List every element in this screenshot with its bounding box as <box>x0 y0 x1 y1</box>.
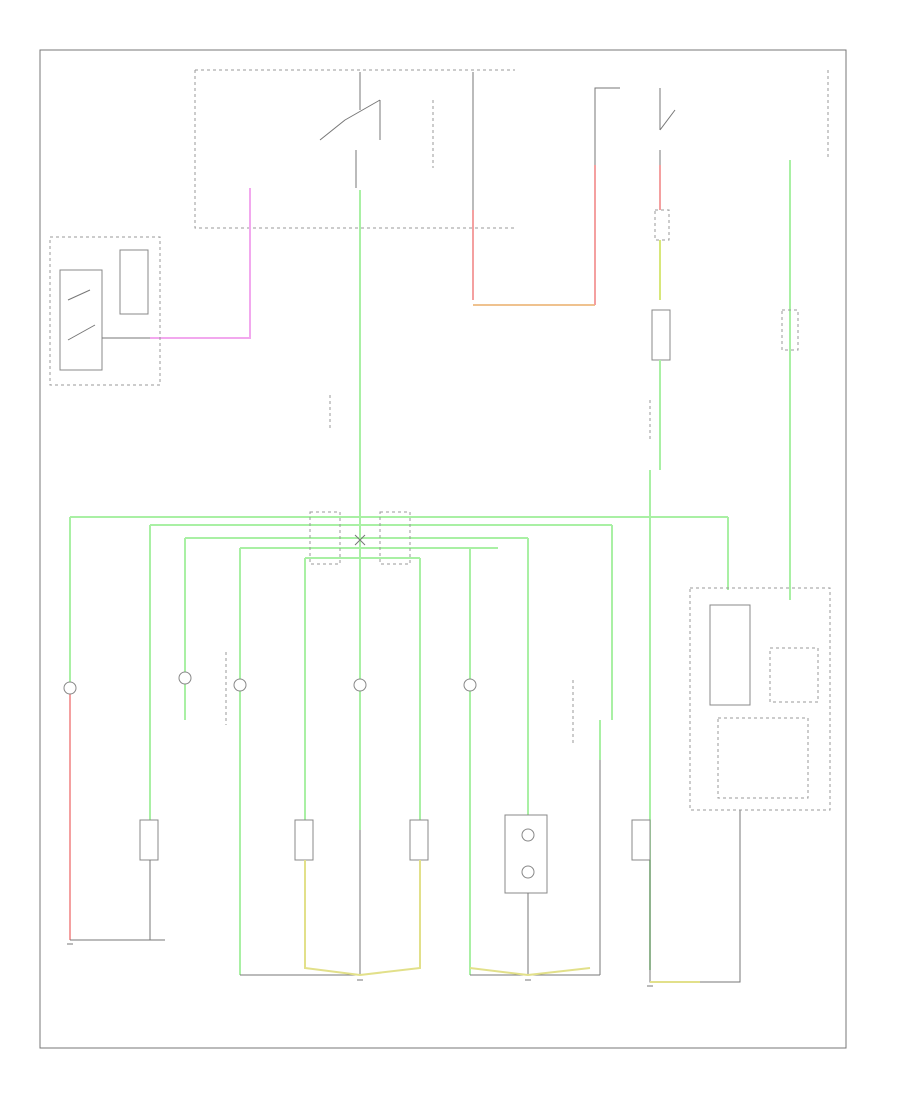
fuse-box-enclosure <box>194 69 515 229</box>
lamp-2 <box>178 671 192 685</box>
right-module-inner-1 <box>709 604 751 706</box>
ground-wire-1 <box>70 860 165 941</box>
lamp-3 <box>233 678 247 692</box>
diode-block <box>651 309 671 361</box>
module-3 <box>409 819 429 861</box>
yellow-ground-1 <box>304 860 421 976</box>
ground-wire-5 <box>649 810 741 983</box>
combination-switch-module <box>119 249 149 315</box>
bus-connector-left <box>309 511 341 565</box>
combination-switch-body <box>59 269 103 371</box>
module-4-lamp-2 <box>521 865 535 879</box>
drop-10 <box>599 525 613 760</box>
module-4 <box>504 814 548 894</box>
fuse-symbol-1 <box>355 150 474 210</box>
relay-contact <box>319 99 381 141</box>
lamp-4 <box>353 678 367 692</box>
right-module-inner-2 <box>769 647 819 703</box>
pink-wire <box>150 188 251 339</box>
combination-switch-box <box>49 236 161 386</box>
far-right-connector <box>781 309 799 351</box>
right-module-enclosure <box>689 587 831 811</box>
diagram-border <box>39 49 847 1049</box>
module-4-lamp-1 <box>521 828 535 842</box>
ground-wire-3 <box>470 893 600 976</box>
upper-right-switch <box>659 88 676 165</box>
hot-at-all-times-bus <box>359 72 474 150</box>
module-2 <box>294 819 314 861</box>
lamp-1 <box>63 681 77 695</box>
switch-contact <box>67 289 150 341</box>
module-1 <box>139 819 159 861</box>
black-wire-top-right <box>594 87 620 165</box>
bus-connector-right <box>379 511 411 565</box>
green-right-mid <box>649 360 661 970</box>
lamp-5 <box>463 678 477 692</box>
yellow-ground-2 <box>469 967 591 976</box>
bus-cross <box>354 534 366 546</box>
right-module-inner-3 <box>717 717 809 799</box>
relay-box <box>654 209 670 241</box>
module-5 <box>631 819 651 861</box>
